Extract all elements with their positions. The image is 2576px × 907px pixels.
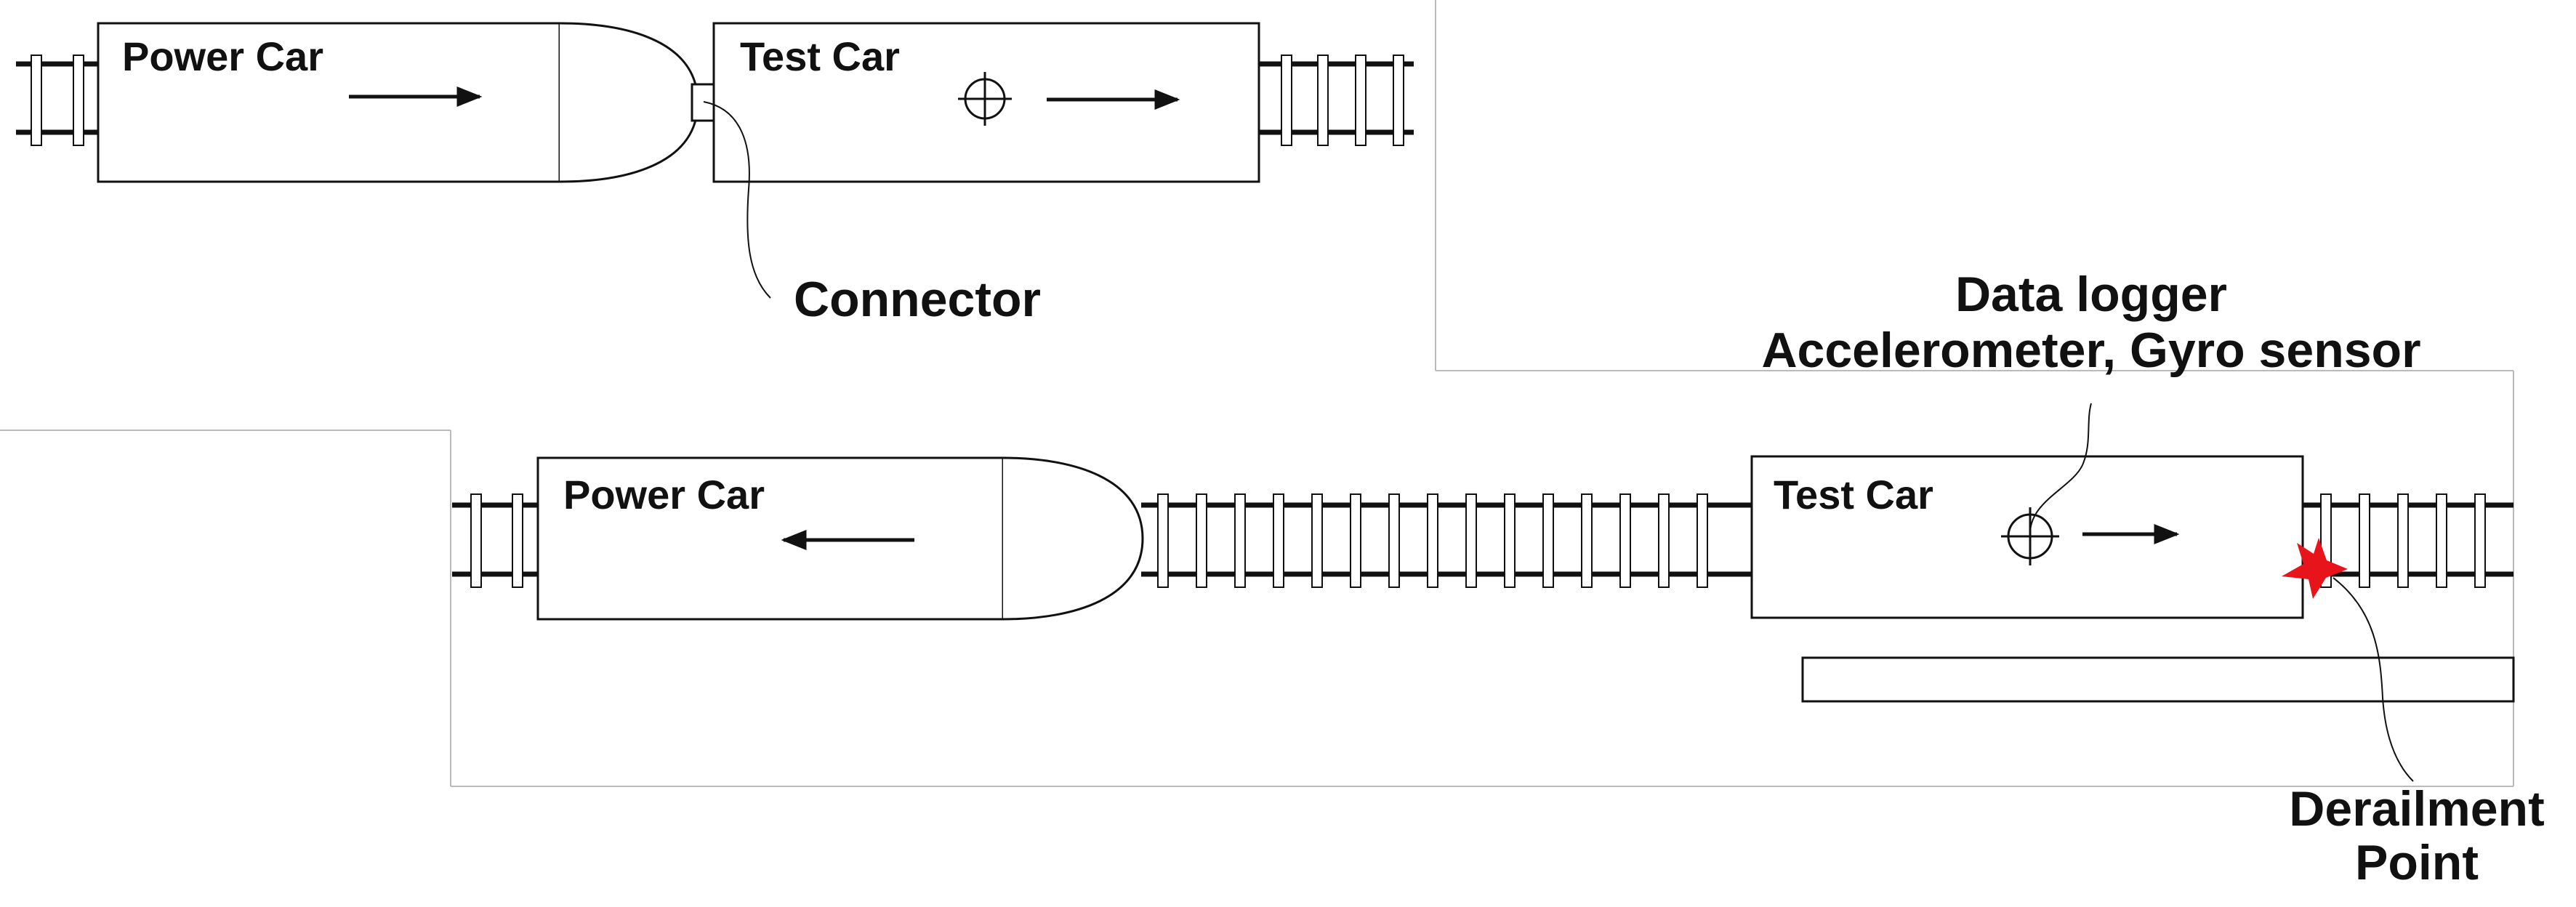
rail-tie <box>1393 55 1404 146</box>
upper-scene: Power Car Test Car Connector <box>16 22 1414 327</box>
upper-sensor-crosshair-icon <box>958 72 1012 126</box>
rail-tie <box>2359 493 2370 588</box>
rail-tie <box>1281 55 1292 146</box>
upper-test-car-label: Test Car <box>740 33 900 79</box>
upper-power-car <box>97 22 561 183</box>
panel-borders <box>0 0 2514 787</box>
rail-tie <box>1196 493 1207 588</box>
rail-tie <box>1355 55 1367 146</box>
connector-label: Connector <box>794 272 1041 327</box>
lower-test-car <box>1750 455 2304 619</box>
guard-barrier <box>1801 656 2515 703</box>
upper-rail-ties <box>31 55 1404 146</box>
derailment-label-line2: Point <box>2355 835 2479 890</box>
rail-tie <box>1658 493 1670 588</box>
rail-tie <box>1465 493 1477 588</box>
lower-test-car-label: Test Car <box>1774 472 1933 517</box>
rail-tie <box>1581 493 1593 588</box>
upper-power-car-nose <box>559 22 699 183</box>
data-logger-label-line1: Data logger <box>1955 267 2227 322</box>
rail-tie <box>1234 493 1246 588</box>
rail-tie <box>2436 493 2447 588</box>
rail-tie <box>1427 493 1438 588</box>
rail-tie <box>1619 493 1631 588</box>
upper-connector-coupler <box>691 83 715 122</box>
rail-tie <box>1311 493 1323 588</box>
lower-power-car <box>536 456 1005 621</box>
lower-power-car-nose <box>1002 456 1144 621</box>
rail-tie <box>2474 493 2486 588</box>
rail-tie <box>1350 493 1361 588</box>
rail-tie <box>1504 493 1516 588</box>
lower-power-car-label: Power Car <box>563 472 765 517</box>
rail-tie <box>1317 55 1329 146</box>
rail-tie <box>1273 493 1284 588</box>
rail-tie <box>470 493 482 588</box>
upper-power-car-label: Power Car <box>122 33 323 79</box>
rail-tie <box>1157 493 1169 588</box>
rail-tie <box>2397 493 2409 588</box>
data-logger-leader-line <box>2029 403 2092 537</box>
rail-tie <box>1696 493 1708 588</box>
rail-tie <box>1542 493 1554 588</box>
rail-tie <box>1388 493 1400 588</box>
connector-leader-line <box>703 101 771 299</box>
lower-rail-ties <box>470 493 2486 588</box>
rail-tie <box>73 55 84 146</box>
rail-tie <box>31 55 42 146</box>
derailment-leader-line <box>2333 577 2414 782</box>
derailment-label-line1: Derailment <box>2289 781 2544 837</box>
rail-tie <box>512 493 523 588</box>
data-logger-label-line2: Accelerometer, Gyro sensor <box>1761 323 2420 378</box>
derailment-star-icon <box>2282 538 2348 599</box>
lower-scene: Power Car Test Car Data logger Accelerom… <box>452 267 2545 890</box>
